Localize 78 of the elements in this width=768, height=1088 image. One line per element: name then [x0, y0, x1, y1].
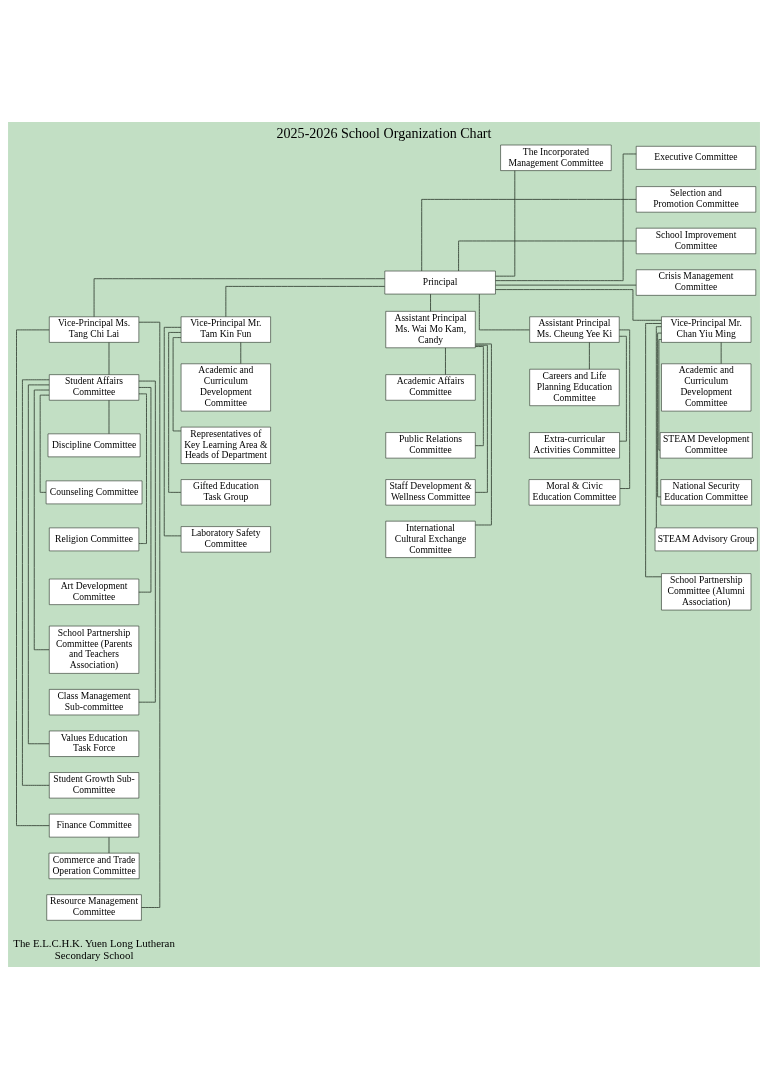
node-box: Academic Affairs Committee: [385, 373, 476, 401]
node-box: Commerce and Trade Operation Committee: [48, 852, 140, 879]
node-box: School Improvement Committee: [635, 227, 757, 254]
connector: [22, 378, 50, 786]
node-box: Gifted Education Task Group: [180, 478, 271, 505]
node-box: Staff Development & Wellness Committee: [385, 478, 476, 505]
node-box: Academic and Curriculum Development Committee: [180, 362, 271, 411]
connector: [27, 384, 50, 744]
connector: [720, 341, 722, 364]
diagram-title: 2025-2026 School Organization Chart: [276, 124, 492, 141]
node-box: The Incorporated Management Committee: [500, 144, 612, 171]
connector: [225, 285, 386, 317]
label: The E.L.C.H.K. Yuen Long Lutheran Secondary School: [13, 936, 175, 961]
connector: [93, 277, 386, 317]
node-box: Academic and Curriculum Development Committee: [661, 362, 752, 411]
node-box: Assistant Principal Ms. Wai Mo Kam, Candy: [385, 310, 476, 348]
node-box: Executive Committee: [635, 145, 757, 170]
connector: [421, 198, 637, 271]
connector: [430, 293, 431, 312]
node-box: Laboratory Safety Committee: [180, 525, 271, 552]
connector: [108, 836, 110, 853]
connector: [172, 336, 182, 431]
node-box: Crisis Management Committee: [635, 268, 757, 296]
node-box: Values Education Task Force: [48, 730, 140, 757]
connector: [495, 284, 637, 286]
node-box: International Cultural Exchange Committee: [385, 520, 476, 558]
connector: [495, 169, 516, 277]
connector: [138, 392, 147, 544]
node-box: School Partnership Committee (Parents and Teachers Association): [48, 625, 140, 674]
connector: [588, 341, 590, 370]
connector: [474, 345, 484, 446]
node-box: Selection and Promotion Committee: [635, 185, 757, 212]
connector: [619, 335, 627, 442]
node-box: School Partnership Committee (Alumni Association): [661, 572, 752, 610]
node-box: Class Management Sub-committee: [48, 688, 140, 715]
node-box: Public Relations Committee: [385, 431, 476, 458]
connector: [168, 331, 182, 493]
node-box: Religion Committee: [48, 527, 140, 551]
connector: [475, 343, 492, 525]
node-box: Extra-curricular Activities Committee: [529, 431, 620, 458]
node-box: Careers and Life Planning Education Committee: [529, 368, 620, 406]
connector: [474, 344, 488, 493]
node-box: Assistant Principal Ms. Cheung Yee Ki: [529, 315, 620, 343]
connector: [39, 394, 50, 493]
node-box: Principal: [384, 270, 496, 294]
connector: [138, 386, 152, 593]
connector: [658, 338, 662, 451]
node-box: Finance Committee: [48, 813, 140, 837]
node-box: Art Development Committee: [48, 578, 140, 605]
node-box: STEAM Development Committee: [659, 431, 753, 458]
connector: [108, 341, 110, 375]
node-box: Vice-Principal Mr. Chan Yiu Ming: [661, 315, 752, 343]
connector: [655, 325, 662, 528]
connector: [33, 389, 50, 650]
connector: [495, 288, 662, 321]
node-box: National Security Education Committee: [660, 478, 752, 505]
node-box: STEAM Advisory Group: [654, 527, 758, 551]
node-box: Representatives of Key Learning Area & Heads of Department: [180, 426, 271, 464]
node-box: Counseling Committee: [45, 480, 143, 504]
connector: [138, 380, 156, 703]
connector: [138, 321, 161, 908]
connector: [108, 399, 110, 434]
node-box: Vice-Principal Ms. Tang Chi Lai: [48, 315, 140, 343]
node-box: Student Affairs Committee: [48, 373, 140, 401]
connector: [163, 326, 182, 536]
node-box: Moral & Civic Education Committee: [528, 478, 621, 505]
node-box: Student Growth Sub-Committee: [48, 771, 140, 798]
node-box: Vice-Principal Mr. Tam Kin Fun: [180, 315, 271, 343]
connector: [478, 293, 530, 330]
connector: [240, 341, 242, 364]
connector: [657, 332, 662, 497]
connector: [445, 346, 446, 375]
node-box: Discipline Committee: [47, 433, 141, 457]
node-box: Resource Management Committee: [46, 893, 142, 921]
connector: [16, 328, 50, 826]
connector: [618, 328, 631, 489]
connector: [645, 322, 662, 577]
connector: [458, 240, 637, 271]
